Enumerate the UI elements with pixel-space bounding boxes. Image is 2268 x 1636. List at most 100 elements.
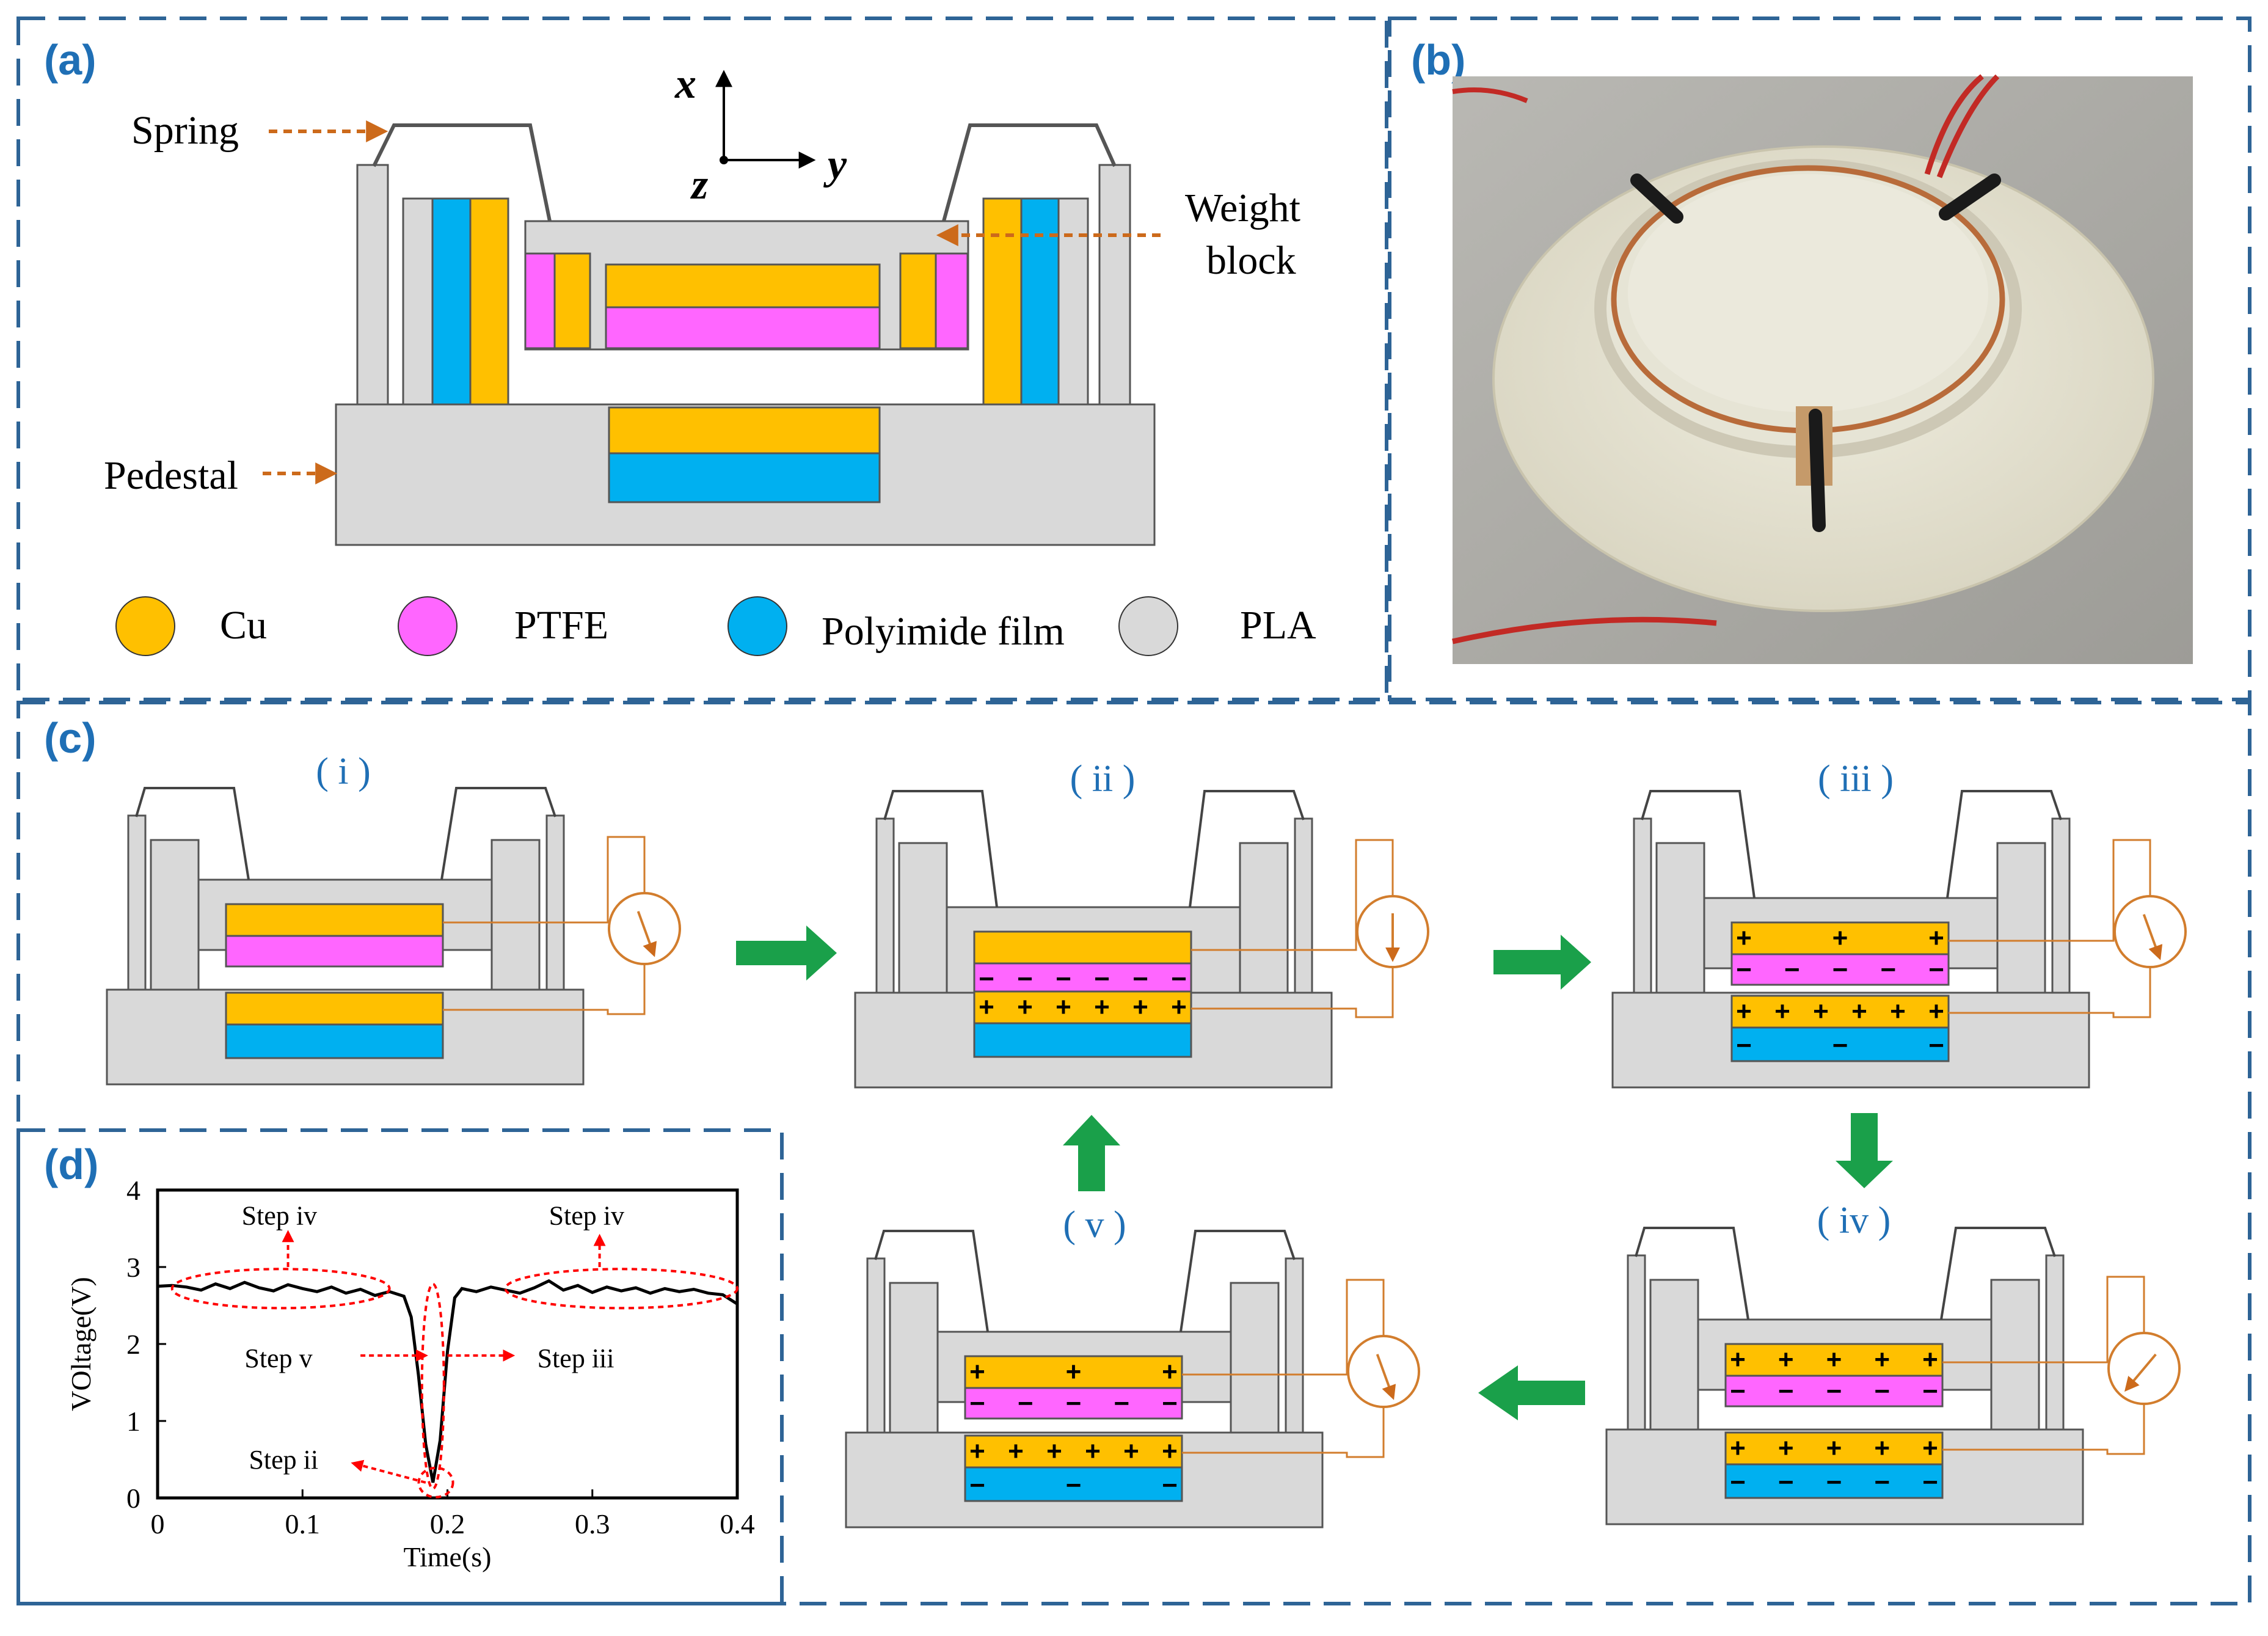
- annotation-arrow: [351, 1459, 426, 1484]
- stage-top-cu-sign-2: +: [1928, 923, 1944, 953]
- right-wall-polyimide: [1020, 197, 1060, 406]
- stage-iv: +++++−−−−−+++++−−−−−: [1605, 1227, 2181, 1525]
- photo-wire-top-2: [1936, 74, 2000, 178]
- spring-right: [942, 123, 1117, 222]
- stage-top-ptfe-sign-1: −: [1018, 1389, 1034, 1419]
- frame-d: [16, 1128, 784, 1605]
- panel-label-b: (b): [1411, 36, 1465, 84]
- meter-needle: [2124, 1353, 2157, 1392]
- y-tick-label: 1: [126, 1406, 140, 1437]
- stage-base-polyimide: [1724, 1463, 1944, 1499]
- wb-center-ptfe: [605, 306, 881, 349]
- svg-text:PTFE: PTFE: [514, 603, 608, 648]
- stage-post-r-inner: [1239, 842, 1289, 994]
- frame-c: [16, 701, 2252, 1605]
- stage-label-i: ( i ): [316, 751, 371, 792]
- right-wall-cu: [982, 197, 1023, 406]
- frame-b: [1388, 16, 2252, 701]
- legend-item-polyimide: Polyimide film: [727, 596, 1065, 656]
- stage-base-polyimide: [225, 1023, 444, 1059]
- y-tick-label: 4: [126, 1175, 140, 1206]
- panel-c-stages: −−−−−−+++++++++−−−−−++++++−−−+++++−−−−−+…: [106, 787, 2187, 1528]
- stage-spring-left: [883, 790, 998, 908]
- stage-iii: +++−−−−−++++++−−−: [1611, 790, 2187, 1089]
- annotation-label: Step iii: [538, 1343, 614, 1373]
- left-wall-cu: [469, 197, 509, 406]
- post-left-inner: [402, 197, 434, 406]
- stage-post-r-outer: [545, 814, 565, 991]
- stage-top-ptfe-sign-1: −: [1778, 1376, 1794, 1406]
- stage-base-cu-sign-5: +: [1928, 996, 1944, 1026]
- callout-pedestal: Pedestal: [104, 453, 238, 498]
- stage-wire-bottom: [1942, 1392, 2145, 1455]
- stage-top-ptfe-sign-2: −: [1826, 1376, 1842, 1406]
- stage-top-ptfe-sign-2: −: [1056, 964, 1071, 994]
- stage-top-ptfe-sign-2: −: [1066, 1389, 1082, 1419]
- stage-spring-left: [874, 1230, 989, 1332]
- stage-post-l-inner: [1655, 842, 1705, 994]
- stage-wire-bottom: [1182, 1395, 1385, 1458]
- axis-z-label: z: [690, 161, 708, 208]
- stage-post-r-outer: [1285, 1257, 1304, 1434]
- stage-base-cu-sign-2: +: [1826, 1433, 1842, 1463]
- stage-base-cu-sign-0: +: [1736, 996, 1752, 1026]
- svg-text:Polyimide film: Polyimide film: [822, 609, 1065, 654]
- stage-base-cu-sign-0: +: [979, 992, 994, 1022]
- stage-base-cu-sign-1: +: [1774, 996, 1790, 1026]
- annotation-ellipse-min: [417, 1466, 454, 1499]
- photo-spring-1: [1630, 173, 1683, 224]
- x-tick-label: 0.4: [720, 1508, 755, 1539]
- stage-top-ptfe-sign-4: −: [1162, 1389, 1178, 1419]
- stage-base-polyimide: [973, 1022, 1192, 1058]
- stage-base-cu-sign-4: +: [1890, 996, 1906, 1026]
- axis-x-label: x: [674, 60, 696, 108]
- stage-base-cu-sign-3: +: [1851, 996, 1867, 1026]
- stage-post-r-outer: [2051, 817, 2071, 994]
- stage-post-l-inner: [1649, 1279, 1699, 1431]
- stage-top-cu-sign-0: +: [1736, 923, 1752, 953]
- stage-top-ptfe-sign-1: −: [1784, 955, 1800, 985]
- stage-label-iii: ( iii ): [1818, 758, 1894, 800]
- stage-base-pi-sign-3: −: [1874, 1467, 1890, 1497]
- stage-base-pi-sign-0: −: [1736, 1031, 1752, 1061]
- callout-weight-line1: Weight: [1185, 186, 1300, 230]
- wb-left-ptfe: [524, 252, 556, 349]
- stage-wire-bottom: [1191, 955, 1394, 1018]
- stage-spring-left: [135, 787, 250, 880]
- legend-item-pla: PLA: [1118, 596, 1316, 656]
- photo-of-device: [1452, 74, 2193, 664]
- x-axis-label: Time(s): [404, 1541, 492, 1572]
- meter-needle: [1376, 1354, 1396, 1400]
- stage-base-cu-sign-0: +: [1730, 1433, 1746, 1463]
- wb-left-cu: [553, 252, 591, 349]
- wb-center-cu: [605, 263, 881, 309]
- y-tick-label: 2: [126, 1329, 140, 1360]
- stage-base-polyimide: [964, 1466, 1183, 1502]
- base-polyimide: [608, 452, 881, 503]
- stage-top-ptfe-sign-4: −: [1928, 955, 1944, 985]
- wb-right-cu: [899, 252, 937, 349]
- photo-wire-top-1: [1924, 74, 1984, 175]
- y-tick-label: 3: [126, 1252, 140, 1283]
- stage-post-l-outer: [127, 814, 147, 991]
- stage-base-pi-sign-1: −: [1066, 1470, 1082, 1500]
- stage-top-cu-sign-2: +: [1162, 1357, 1178, 1387]
- stage-top-ptfe-sign-2: −: [1832, 955, 1848, 985]
- stage-post-l-inner: [898, 842, 948, 994]
- stage-top-ptfe: [964, 1387, 1183, 1420]
- stage-top-cu-sign-1: +: [1832, 923, 1848, 953]
- panel-a-device-cross-section: [335, 123, 1156, 546]
- stage-base-pi-sign-0: −: [969, 1470, 985, 1500]
- stage-top-cu-sign-4: +: [1922, 1345, 1938, 1375]
- stage-post-r-inner: [490, 839, 541, 991]
- stage-top-ptfe-sign-0: −: [969, 1389, 985, 1419]
- panel-label-c: (c): [44, 714, 97, 762]
- stage-top-cu-sign-1: +: [1066, 1357, 1082, 1387]
- stage-base-cu-sign-3: +: [1874, 1433, 1890, 1463]
- stage-base-cu-sign-3: +: [1085, 1436, 1101, 1466]
- stage-base-cu: [1724, 1431, 1944, 1466]
- x-tick-label: 0: [151, 1508, 165, 1539]
- photo-spring-2: [1939, 173, 2001, 221]
- callout-spring: Spring: [131, 108, 239, 153]
